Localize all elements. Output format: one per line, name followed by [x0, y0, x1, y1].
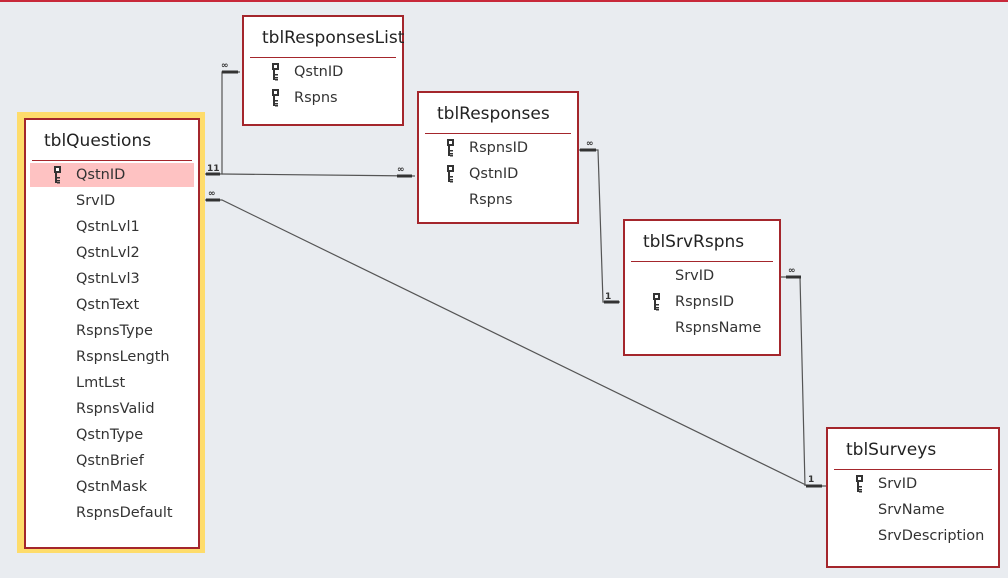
field-row[interactable]: LmtLst [30, 371, 194, 395]
field-name: QstnID [294, 64, 344, 80]
field-row[interactable]: SrvDescription [832, 524, 994, 548]
cardinality-one: 1 [808, 475, 814, 485]
field-name: QstnText [76, 297, 140, 313]
table-title[interactable]: tblResponsesList [262, 28, 405, 48]
field-name: Rspns [294, 90, 338, 106]
rel-srvrspns-surveys [780, 276, 806, 487]
field-name: RspnsLength [76, 349, 170, 365]
primary-key-icon [272, 63, 280, 81]
top-border [0, 0, 1008, 2]
field-row[interactable]: RspnsID [423, 136, 573, 160]
field-name: RspnsID [469, 140, 529, 156]
field-name: QstnLvl1 [76, 219, 140, 235]
field-row[interactable]: SrvID [832, 472, 994, 496]
cardinality-one-one: 11 [207, 164, 220, 174]
cardinality-many: ∞ [788, 266, 796, 276]
field-row[interactable]: QstnID [423, 162, 573, 186]
title-divider [425, 133, 571, 134]
field-row[interactable]: RspnsLength [30, 345, 194, 369]
field-name: RspnsID [675, 294, 735, 310]
field-row[interactable]: RspnsType [30, 319, 194, 343]
field-name: SrvDescription [878, 528, 985, 544]
field-row[interactable]: QstnID [248, 60, 398, 84]
field-name: LmtLst [76, 375, 126, 391]
cardinality-many: ∞ [586, 139, 594, 149]
field-row[interactable]: Rspns [423, 188, 573, 212]
cardinality-one: 1 [605, 292, 611, 302]
field-row[interactable]: QstnID [30, 163, 194, 187]
primary-key-icon [447, 165, 455, 183]
title-divider [250, 57, 396, 58]
field-name: QstnType [76, 427, 144, 443]
field-row[interactable]: QstnLvl3 [30, 267, 194, 291]
field-name: SrvID [675, 268, 715, 284]
cardinality-many: ∞ [221, 61, 229, 71]
field-row[interactable]: QstnMask [30, 475, 194, 499]
rel-questions-responses [221, 173, 416, 177]
field-row[interactable]: QstnLvl1 [30, 215, 194, 239]
cardinality-many: ∞ [397, 165, 405, 175]
field-name: QstnID [76, 167, 126, 183]
field-row[interactable]: SrvID [30, 189, 194, 213]
field-name: SrvID [878, 476, 918, 492]
field-row[interactable]: QstnType [30, 423, 194, 447]
rel-questions-responseslist [205, 71, 240, 175]
field-row[interactable]: RspnsName [629, 316, 775, 340]
field-name: QstnBrief [76, 453, 144, 469]
table-title[interactable]: tblSrvRspns [643, 232, 745, 252]
field-name: RspnsName [675, 320, 762, 336]
field-name: Rspns [469, 192, 513, 208]
field-name: QstnID [469, 166, 519, 182]
cardinality-many: ∞ [208, 189, 216, 199]
rel-responses-srvrspns [578, 149, 620, 303]
field-row[interactable]: QstnBrief [30, 449, 194, 473]
primary-key-icon [856, 475, 864, 493]
field-name: SrvID [76, 193, 116, 209]
table-title[interactable]: tblResponses [437, 104, 550, 124]
field-name: QstnMask [76, 479, 148, 495]
title-divider [32, 160, 192, 161]
field-name: RspnsDefault [76, 505, 173, 521]
field-row[interactable]: RspnsValid [30, 397, 194, 421]
field-row[interactable]: RspnsDefault [30, 501, 194, 525]
title-divider [834, 469, 992, 470]
field-name: QstnLvl3 [76, 271, 140, 287]
field-row[interactable]: Rspns [248, 86, 398, 110]
field-name: QstnLvl2 [76, 245, 140, 261]
primary-key-icon [54, 166, 62, 184]
field-name: RspnsType [76, 323, 153, 339]
field-row[interactable]: SrvName [832, 498, 994, 522]
field-name: SrvName [878, 502, 945, 518]
field-row[interactable]: RspnsID [629, 290, 775, 314]
field-row[interactable]: QstnText [30, 293, 194, 317]
table-title[interactable]: tblQuestions [44, 131, 152, 151]
table-title[interactable]: tblSurveys [846, 440, 937, 460]
title-divider [631, 261, 773, 262]
field-name: RspnsValid [76, 401, 155, 417]
primary-key-icon [272, 89, 280, 107]
field-row[interactable]: SrvID [629, 264, 775, 288]
primary-key-icon [447, 139, 455, 157]
primary-key-icon [653, 293, 661, 311]
field-row[interactable]: QstnLvl2 [30, 241, 194, 265]
